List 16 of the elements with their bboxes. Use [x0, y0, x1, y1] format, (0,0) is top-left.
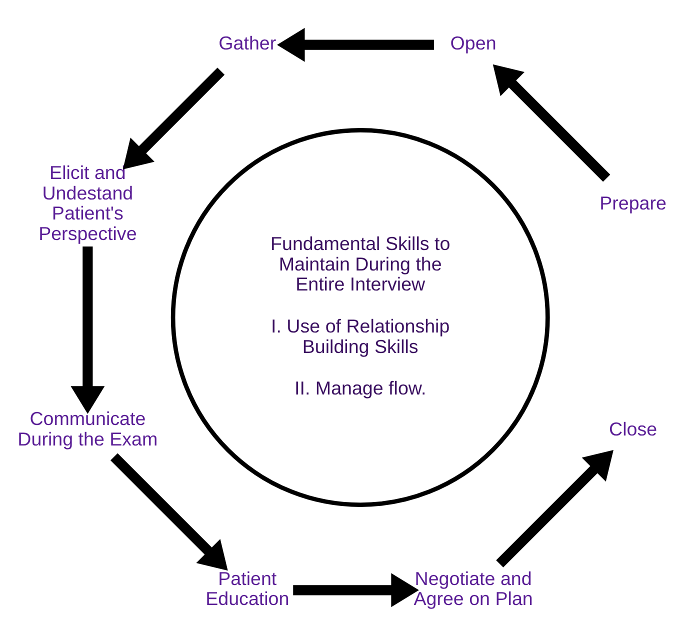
node-text: Prepare	[600, 192, 666, 214]
arrow	[70, 246, 105, 414]
arrow	[122, 68, 225, 170]
arrow	[492, 64, 610, 182]
node-text: Open	[450, 32, 496, 54]
arrow	[496, 450, 614, 568]
arrow	[277, 28, 434, 62]
node-text: Communicate During the Exam	[18, 408, 158, 450]
node-text: Patient Education	[206, 568, 290, 610]
node-text: Elicit and Undestand Patient's Perspective	[38, 162, 137, 244]
node-circle: Fundamental Skills to Maintain During the Entire Interview I. Use of Relationship Building Skills II. Manage flow.	[170, 128, 550, 507]
node-text: Gather	[218, 32, 276, 54]
arrow	[293, 573, 419, 608]
node-text: Close	[609, 418, 658, 440]
arrow	[110, 453, 228, 571]
node-text: Negotiate and Agree on Plan	[414, 568, 533, 610]
